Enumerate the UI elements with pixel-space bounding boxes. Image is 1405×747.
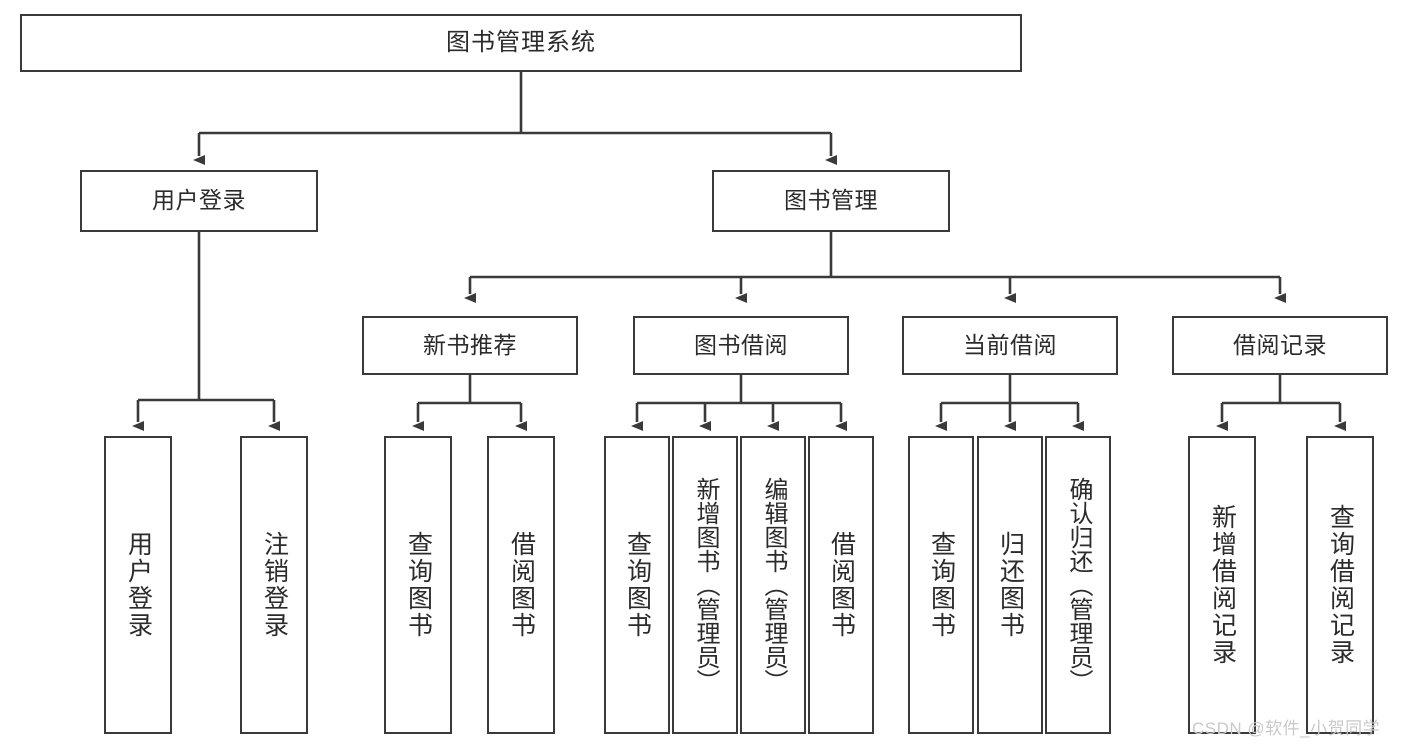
node-label: 查询图书	[404, 531, 433, 639]
node-label: 图书管理系统	[446, 28, 596, 56]
node-user-login[interactable]: 用户登录	[80, 170, 318, 232]
leaf-edit-book[interactable]: 编辑图书（管理员）	[740, 436, 806, 734]
node-label: 编辑图书（管理员）	[760, 477, 787, 693]
node-label: 注销登录	[260, 531, 289, 639]
node-label: 归还图书	[996, 531, 1025, 639]
node-label: 当前借阅	[963, 331, 1057, 358]
node-borrow-record[interactable]: 借阅记录	[1172, 316, 1388, 375]
node-label: 借阅记录	[1233, 331, 1327, 358]
node-label: 用户登录	[152, 187, 246, 214]
leaf-borrow-book-recommend[interactable]: 借阅图书	[487, 436, 555, 734]
node-label: 图书借阅	[694, 331, 788, 358]
node-label: 新增借阅记录	[1208, 504, 1237, 666]
leaf-query-borrow-record[interactable]: 查询借阅记录	[1306, 436, 1374, 734]
leaf-user-login[interactable]: 用户登录	[104, 436, 172, 734]
node-label: 借阅图书	[507, 531, 536, 639]
node-label: 确认归还（管理员）	[1065, 477, 1092, 693]
node-label: 图书管理	[784, 187, 878, 214]
leaf-query-book-recommend[interactable]: 查询图书	[384, 436, 452, 734]
leaf-borrow-book[interactable]: 借阅图书	[808, 436, 874, 734]
leaf-confirm-return[interactable]: 确认归还（管理员）	[1045, 436, 1111, 734]
leaf-return-book[interactable]: 归还图书	[977, 436, 1043, 734]
node-label: 借阅图书	[827, 531, 856, 639]
leaf-user-logout[interactable]: 注销登录	[240, 436, 308, 734]
node-label: 新增图书（管理员）	[692, 477, 719, 693]
leaf-add-book[interactable]: 新增图书（管理员）	[672, 436, 738, 734]
node-label: 查询图书	[623, 531, 652, 639]
node-label: 用户登录	[124, 531, 153, 639]
node-current-borrow[interactable]: 当前借阅	[902, 316, 1118, 375]
node-book-borrow[interactable]: 图书借阅	[633, 316, 849, 375]
leaf-add-borrow-record[interactable]: 新增借阅记录	[1188, 436, 1256, 734]
node-label: 查询图书	[927, 531, 956, 639]
node-label: 新书推荐	[423, 331, 517, 358]
csdn-watermark: CSDN @软件_小贺同学	[1192, 719, 1381, 738]
node-label: 查询借阅记录	[1326, 504, 1355, 666]
leaf-query-book-borrow[interactable]: 查询图书	[604, 436, 670, 734]
node-root-system[interactable]: 图书管理系统	[20, 14, 1022, 72]
node-book-manage[interactable]: 图书管理	[712, 170, 950, 232]
leaf-query-book-current[interactable]: 查询图书	[908, 436, 974, 734]
node-new-book-recommend[interactable]: 新书推荐	[362, 316, 578, 375]
